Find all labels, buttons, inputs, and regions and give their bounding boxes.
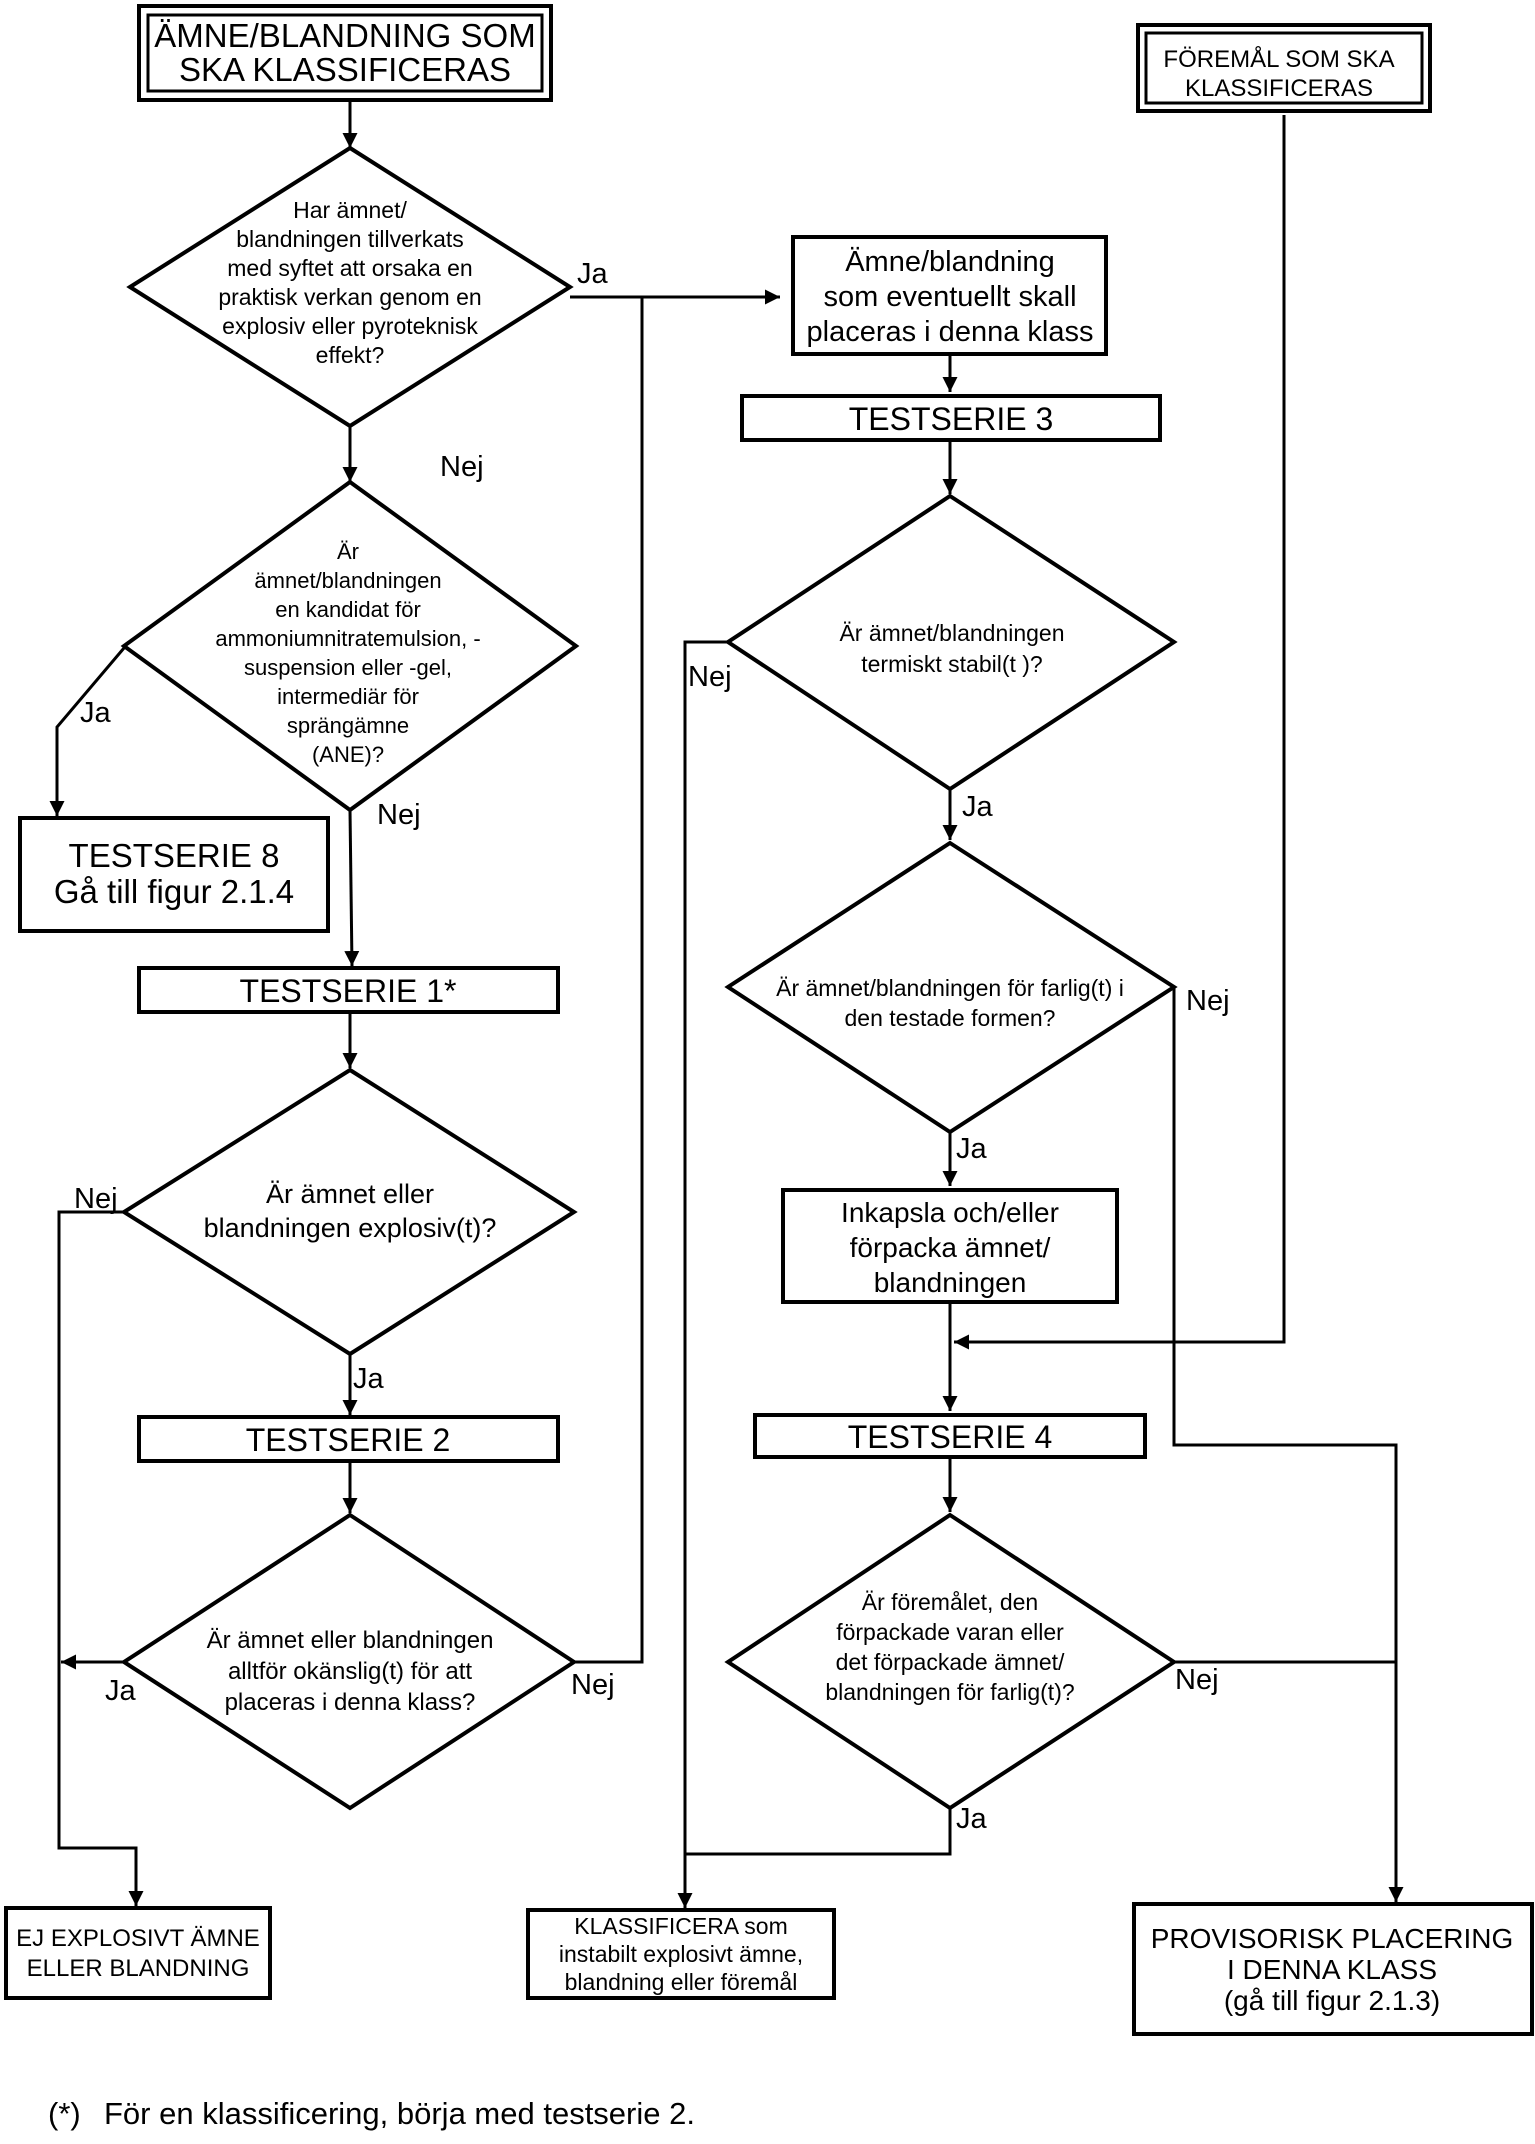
q5-line-2: termiskt stabil(t )?: [861, 651, 1042, 677]
label-q7-no: Nej: [1175, 1664, 1219, 1696]
label-q5-yes: Ja: [962, 791, 994, 823]
outcome-provisional: PROVISORISK PLACERING I DENNA KLASS (gå …: [1132, 1902, 1534, 2036]
edge-q3-no-not-explosive: [57, 1210, 144, 1906]
q6-line-1: Är ämnet/blandningen för farlig(t) i: [776, 975, 1124, 1001]
testserie8-box: TESTSERIE 8 Gå till figur 2.1.4: [18, 816, 330, 933]
testserie2-label: TESTSERIE 2: [246, 1422, 451, 1458]
q1-line-1: Har ämnet/: [293, 197, 407, 223]
edge-q2-yes-testserie8: [49, 647, 126, 816]
q7-line-3: det förpackade ämnet/: [836, 1649, 1065, 1675]
footnote-mark: (*): [48, 2096, 81, 2131]
q2-line-6: intermediär för: [277, 684, 419, 709]
q4-line-1: Är ämnet eller blandningen: [207, 1627, 494, 1654]
encapsulate-line-1: Inkapsla och/eller: [841, 1197, 1059, 1228]
start-article-line-2: KLASSIFICERAS: [1185, 75, 1373, 102]
label-q1-no: Nej: [440, 451, 484, 483]
label-q2-yes: Ja: [80, 697, 112, 729]
decision-q2: Är ämnet/blandningen en kandidat för amm…: [120, 479, 580, 813]
label-q5-no: Nej: [688, 661, 732, 693]
testserie3-box: TESTSERIE 3: [740, 394, 1162, 442]
decision-q3: Är ämnet eller blandningen explosiv(t)?: [120, 1067, 578, 1357]
q2-line-2: ämnet/blandningen: [254, 568, 441, 593]
unstable-line-1: KLASSIFICERA som: [574, 1913, 787, 1939]
connectors: [49, 100, 1404, 1908]
label-q7-yes: Ja: [956, 1803, 988, 1835]
unstable-line-3: blandning eller föremål: [565, 1969, 798, 1995]
edge-article-merge: [954, 115, 1286, 1350]
candidate-line-3: placeras i denna klass: [807, 316, 1094, 348]
edge-q5-no-unstable: [677, 640, 728, 1908]
q7-line-4: blandningen för farlig(t)?: [825, 1679, 1074, 1705]
testserie8-line-1: TESTSERIE 8: [69, 837, 280, 874]
start-article-box: FÖREMÅL SOM SKA KLASSIFICERAS: [1136, 23, 1432, 113]
not-explosive-line-1: EJ EXPLOSIVT ÄMNE: [16, 1925, 260, 1952]
edge-q2-no-testserie1: [344, 809, 360, 967]
q7-line-1: Är föremålet, den: [862, 1589, 1038, 1615]
q3-line-2: blandningen explosiv(t)?: [204, 1213, 497, 1243]
label-q6-yes: Ja: [956, 1133, 988, 1165]
q1-line-4: praktisk verkan genom en: [218, 284, 481, 310]
edge-q7-yes-unstable: [685, 1808, 952, 1856]
q2-line-1: Är: [337, 539, 359, 564]
q2-line-8: (ANE)?: [312, 742, 384, 767]
provisional-line-2: I DENNA KLASS: [1227, 1954, 1437, 1985]
label-q3-yes: Ja: [353, 1363, 385, 1395]
q4-line-3: placeras i denna klass?: [225, 1689, 476, 1716]
q3-line-1: Är ämnet eller: [266, 1179, 434, 1209]
decision-q5: Är ämnet/blandningen termiskt stabil(t )…: [724, 493, 1178, 792]
edge-q4-no-up: [574, 297, 644, 1664]
candidate-box: Ämne/blandning som eventuellt skall plac…: [791, 235, 1108, 356]
encapsulate-line-2: förpacka ämnet/: [850, 1232, 1051, 1263]
unstable-line-2: instabilt explosivt ämne,: [559, 1941, 803, 1967]
testserie1-label: TESTSERIE 1*: [240, 973, 457, 1009]
label-q6-no: Nej: [1186, 985, 1230, 1017]
q2-line-7: sprängämne: [287, 713, 409, 738]
encapsulate-box: Inkapsla och/eller förpacka ämnet/ bland…: [781, 1188, 1119, 1304]
label-q2-no: Nej: [377, 799, 421, 831]
start-substance-box: ÄMNE/BLANDNING SOM SKA KLASSIFICERAS: [137, 4, 553, 102]
testserie2-box: TESTSERIE 2: [137, 1415, 560, 1463]
provisional-line-1: PROVISORISK PLACERING: [1151, 1923, 1514, 1954]
testserie1-box: TESTSERIE 1*: [137, 966, 560, 1014]
start-substance-line-1: ÄMNE/BLANDNING SOM: [154, 17, 535, 54]
decision-q1: Har ämnet/ blandningen tillverkats med s…: [126, 145, 574, 429]
testserie4-label: TESTSERIE 4: [848, 1419, 1053, 1455]
q1-line-6: effekt?: [316, 342, 385, 368]
edge-q6-no-provisional: [1172, 987, 1404, 1902]
footnote: (*) För en klassificering, börja med tes…: [48, 2096, 695, 2131]
q1-line-2: blandningen tillverkats: [236, 226, 464, 252]
q5-line-1: Är ämnet/blandningen: [839, 620, 1064, 646]
label-q4-no: Nej: [571, 1669, 615, 1701]
encapsulate-line-3: blandningen: [874, 1267, 1027, 1298]
testserie8-line-2: Gå till figur 2.1.4: [54, 873, 294, 910]
not-explosive-line-2: ELLER BLANDNING: [27, 1955, 250, 1982]
q2-line-3: en kandidat för: [275, 597, 421, 622]
candidate-line-2: som eventuellt skall: [823, 281, 1076, 313]
decision-q4: Är ämnet eller blandningen alltför okäns…: [120, 1512, 578, 1811]
decision-q7: Är föremålet, den förpackade varan eller…: [724, 1512, 1178, 1811]
q7-line-2: förpackade varan eller: [836, 1619, 1064, 1645]
label-q4-yes: Ja: [105, 1675, 137, 1707]
q2-line-5: suspension eller -gel,: [244, 655, 452, 680]
label-q1-yes: Ja: [577, 258, 609, 290]
outcome-not-explosive: EJ EXPLOSIVT ÄMNE ELLER BLANDNING: [4, 1906, 272, 2000]
q6-line-2: den testade formen?: [845, 1005, 1056, 1031]
outcome-unstable: KLASSIFICERA som instabilt explosivt ämn…: [526, 1908, 836, 2000]
testserie4-box: TESTSERIE 4: [753, 1413, 1147, 1459]
decision-q6: Är ämnet/blandningen för farlig(t) i den…: [724, 840, 1178, 1135]
start-article-line-1: FÖREMÅL SOM SKA: [1163, 45, 1394, 73]
footnote-text: För en klassificering, börja med testser…: [104, 2096, 695, 2131]
testserie3-label: TESTSERIE 3: [849, 401, 1054, 437]
label-q3-no: Nej: [74, 1183, 118, 1215]
start-substance-line-2: SKA KLASSIFICERAS: [179, 51, 511, 88]
provisional-line-3: (gå till figur 2.1.3): [1224, 1985, 1440, 2016]
candidate-line-1: Ämne/blandning: [845, 246, 1055, 278]
q1-line-5: explosiv eller pyroteknisk: [222, 313, 478, 339]
q1-line-3: med syftet att orsaka en: [227, 255, 472, 281]
q4-line-2: alltför okänslig(t) för att: [228, 1658, 472, 1685]
q2-line-4: ammoniumnitratemulsion, -: [215, 626, 480, 651]
